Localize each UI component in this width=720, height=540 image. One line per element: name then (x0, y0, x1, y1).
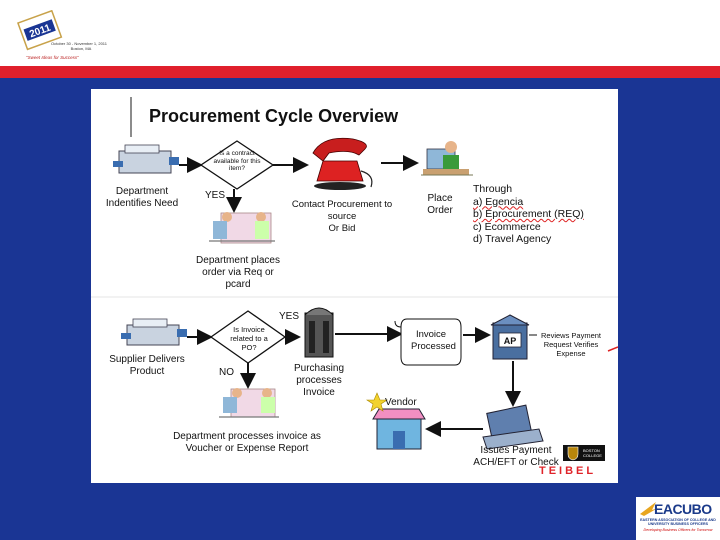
boston-college-logo: BOSTON COLLEGE (563, 445, 605, 461)
supplier-label: Supplier Delivers Product (109, 354, 185, 377)
vendor-shop-icon (366, 392, 426, 450)
purchasing-label: Purchasing processes Invoice (293, 363, 345, 398)
through-item: c) Ecommerce (473, 220, 541, 233)
or-bid-label: Or Bid (328, 223, 356, 234)
yes-label-bottom: YES (279, 311, 300, 322)
logo-dates-line: October 30 - November 1, 2011 (51, 41, 107, 46)
logo-dates: October 30 - November 1, 2011 Boston, MA (51, 41, 111, 51)
eacubo-motto: Developing Business Officers for Tomorro… (643, 528, 713, 532)
conference-2011-logo: 2011 (16, 10, 63, 51)
red-mark (607, 346, 618, 352)
ap-building-icon: AP (490, 314, 530, 360)
telephone-icon (312, 137, 373, 190)
teibel-watermark: TEIBEL (539, 465, 597, 477)
through-item: b) Eprocurement (REQ) (473, 208, 584, 220)
no-label: NO (219, 367, 234, 378)
office-workers-icon (209, 212, 275, 244)
vendor-label: Vendor (385, 397, 417, 408)
invoice-question: Is Invoice related to a PO? (230, 325, 268, 352)
star-icon (366, 392, 388, 412)
shield-icon (567, 446, 579, 461)
reviews-label: Reviews Payment Request Verifies Expense (540, 331, 602, 358)
contact-procurement-label: Contact Procurement to source (291, 199, 393, 222)
yes-label-top: YES (205, 190, 226, 201)
logo-tagline: "Sweet Ideas for Success" (26, 55, 79, 60)
laptop-icon (482, 404, 544, 450)
eacubo-name: EACUBO (654, 501, 712, 517)
door-icon (304, 307, 334, 358)
invoice-processed-label: Invoice Processed (411, 329, 456, 352)
dept-voucher-label: Department processes invoice as Voucher … (173, 431, 321, 454)
slide-title: Procurement Cycle Overview (149, 106, 399, 126)
through-item: a) Egencia (473, 195, 524, 208)
dept-need-label: Department Indentifies Need (105, 186, 179, 209)
eacubo-subtitle: EASTERN ASSOCIATION OF COLLEGE AND UNIVE… (640, 518, 716, 527)
scroll-icon (394, 318, 462, 366)
person-computer-icon (421, 141, 473, 176)
decision-diamond-contract (199, 140, 275, 190)
eagle-icon (640, 502, 658, 516)
eacubo-logo: EACUBO EASTERN ASSOCIATION OF COLLEGE AN… (636, 497, 720, 540)
through-item: d) Travel Agency (473, 233, 552, 245)
slide-image: AP Procurement Cycle Overview (91, 89, 618, 483)
office-workers-icon-2 (219, 388, 279, 418)
red-divider-bar (0, 66, 720, 78)
through-list: Through a) Egencia b) Eprocurement (REQ)… (473, 183, 584, 246)
boston-college-text: BOSTON COLLEGE (583, 448, 602, 458)
ap-label: AP (504, 336, 517, 346)
diagram-graphics: AP (91, 97, 618, 450)
issues-payment-label: Issues Payment ACH/EFT or Check (473, 445, 559, 468)
contract-question: Is a contract available for this item? (213, 150, 261, 172)
place-order-label: Place Order (427, 193, 453, 216)
through-heading: Through (473, 183, 513, 195)
logo-place-line: Boston, MA (70, 46, 92, 51)
dept-order-label: Department places order via Req or pcard (196, 255, 280, 290)
fax-machine-icon-2 (121, 318, 187, 346)
fax-machine-icon (113, 144, 179, 174)
header-band (0, 0, 720, 66)
